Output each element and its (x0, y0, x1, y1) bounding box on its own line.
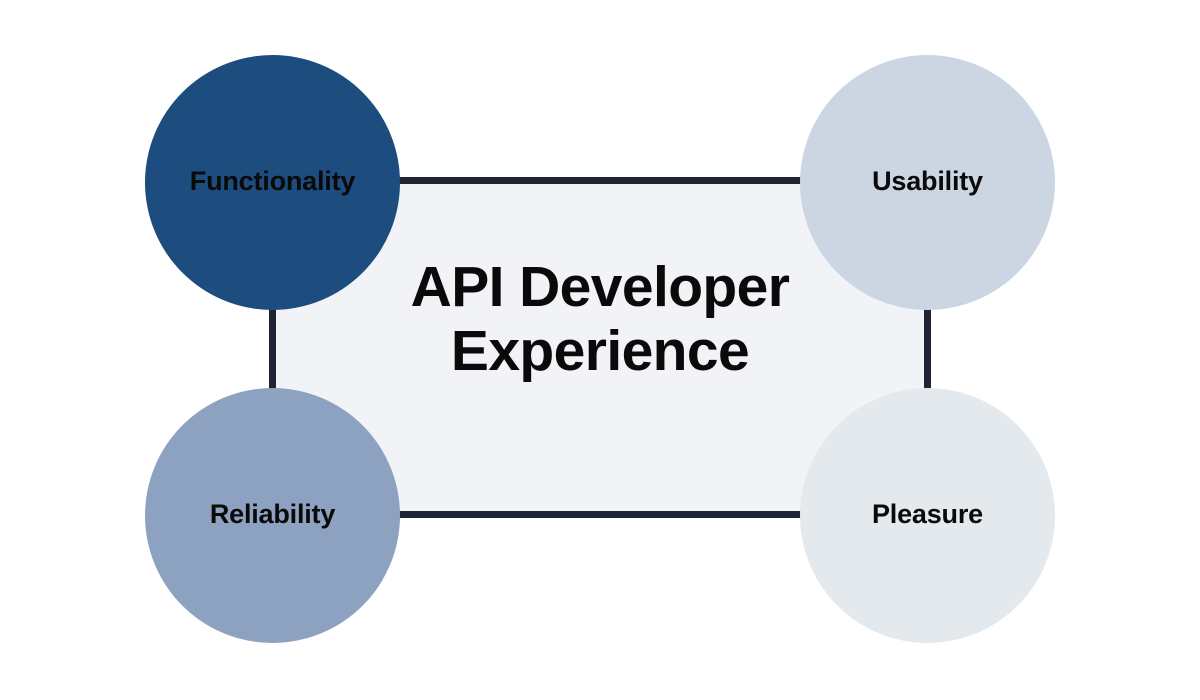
connector-usability-pleasure (924, 182, 931, 516)
connector-reliability-pleasure (272, 511, 928, 518)
node-label-reliability: Reliability (209, 499, 336, 529)
node-pleasure[interactable]: Pleasure (800, 388, 1055, 643)
node-functionality[interactable]: Functionality (145, 55, 400, 310)
node-usability[interactable]: Usability (800, 55, 1055, 310)
node-reliability[interactable]: Reliability (145, 388, 400, 643)
node-label-functionality: Functionality (189, 166, 356, 196)
node-label-pleasure: Pleasure (872, 499, 983, 529)
connector-functionality-usability (272, 177, 928, 184)
node-label-usability: Usability (872, 166, 983, 196)
connector-functionality-reliability (269, 182, 276, 516)
